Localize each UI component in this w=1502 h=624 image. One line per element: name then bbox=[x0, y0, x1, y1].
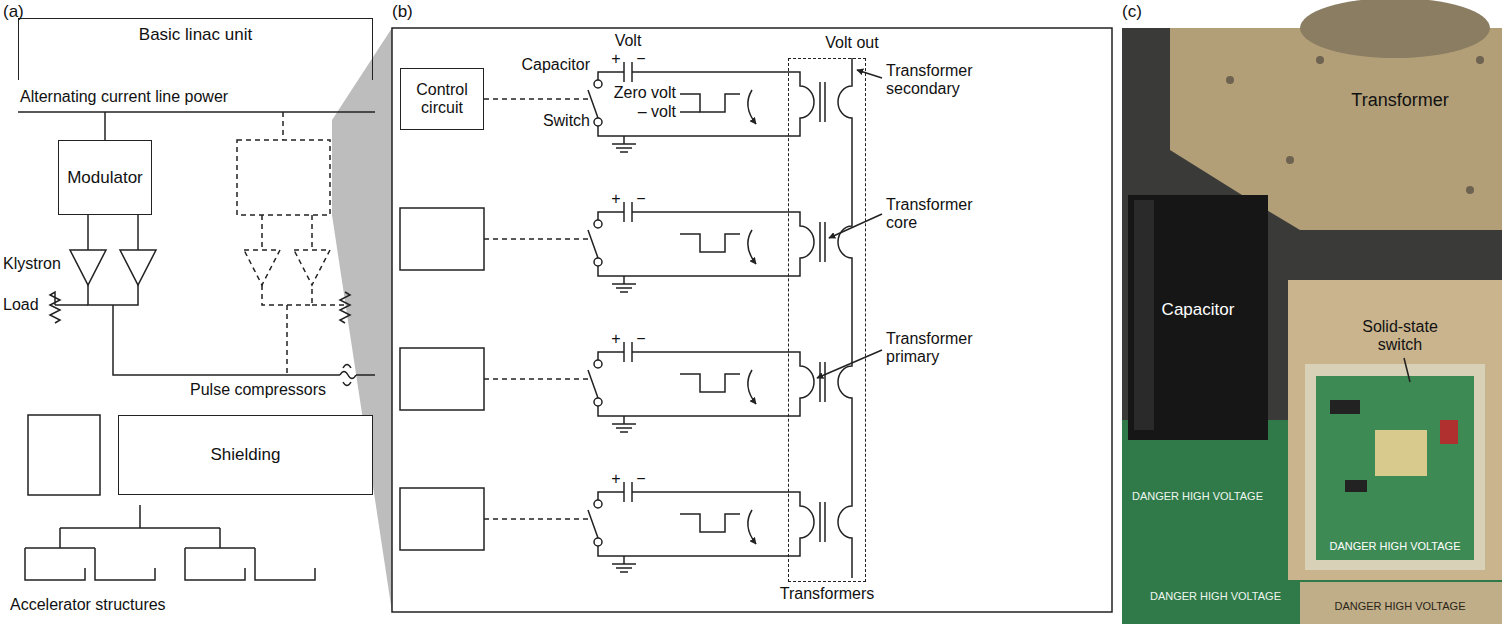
part-label: Transformer core bbox=[886, 196, 991, 233]
switch-tray bbox=[1288, 280, 1502, 580]
photo-label: Capacitor bbox=[1162, 300, 1235, 320]
photo-label: Transformer bbox=[1351, 90, 1448, 111]
klystron-symbol-dashed bbox=[244, 250, 280, 285]
panel-frame bbox=[392, 28, 1112, 612]
leader-arrow bbox=[857, 70, 882, 78]
part-label: Switch bbox=[543, 112, 590, 130]
level-label: Zero volt bbox=[614, 84, 676, 102]
capacitor-body bbox=[1128, 195, 1268, 440]
polarity-mark: + bbox=[611, 330, 620, 348]
panel-letter: (c) bbox=[1122, 2, 1142, 22]
box-text: Modulator bbox=[67, 168, 143, 188]
part-label: Capacitor bbox=[522, 56, 590, 74]
power-feed bbox=[104, 112, 106, 140]
break-symbol bbox=[340, 365, 356, 386]
level-line bbox=[680, 111, 700, 113]
box-text: Shielding bbox=[211, 445, 281, 465]
level-label: – volt bbox=[638, 103, 676, 121]
warning-text: DANGER HIGH VOLTAGE bbox=[1132, 490, 1263, 503]
klystron-feed bbox=[87, 215, 89, 250]
tray-lower bbox=[1300, 582, 1502, 624]
part-label: Transformer secondary bbox=[886, 62, 991, 99]
part-label: Accelerator structures bbox=[10, 596, 166, 614]
box-text: Basic linac unit bbox=[139, 25, 252, 45]
load-resistor bbox=[50, 292, 88, 323]
warning-text: DANGER HIGH VOLTAGE bbox=[1334, 600, 1465, 613]
waveguide bbox=[356, 374, 375, 376]
wire-label: Alternating current line power bbox=[20, 88, 228, 106]
bolts bbox=[1226, 56, 1484, 194]
capacitor-highlight bbox=[1134, 200, 1154, 430]
empty-box bbox=[28, 415, 100, 495]
pcb-component bbox=[1375, 430, 1427, 476]
waveguide bbox=[113, 305, 340, 375]
waveguide bbox=[88, 285, 138, 305]
signal-label: Volt out bbox=[825, 34, 878, 52]
control-box bbox=[400, 488, 484, 550]
polarity-mark: − bbox=[636, 330, 645, 348]
accelerator-structure bbox=[25, 568, 315, 580]
pcb-chip bbox=[1330, 400, 1360, 414]
polarity-mark: − bbox=[636, 50, 645, 68]
pulse-stage bbox=[484, 342, 825, 432]
panel-letter: (a) bbox=[3, 2, 24, 22]
polarity-mark: − bbox=[636, 470, 645, 488]
signal-label: Volt bbox=[615, 32, 642, 50]
control-box bbox=[400, 208, 484, 270]
transformer-flange bbox=[1300, 0, 1490, 58]
klystron-symbol bbox=[70, 250, 106, 285]
polarity-mark: − bbox=[636, 190, 645, 208]
polarity-mark: + bbox=[611, 470, 620, 488]
waveguide-dashed bbox=[312, 304, 345, 306]
group-heading: Transformers bbox=[780, 585, 875, 603]
klystron-feed bbox=[137, 215, 139, 250]
transformer-secondary bbox=[838, 58, 852, 578]
panel-letter: (b) bbox=[392, 2, 413, 22]
tray-inner bbox=[1305, 364, 1485, 570]
control-box bbox=[400, 348, 484, 410]
klystron-feed-dashed bbox=[261, 215, 263, 250]
part-label: Load bbox=[3, 296, 39, 314]
klystron-symbol bbox=[120, 250, 156, 285]
waveguide-dashed bbox=[286, 305, 288, 375]
polarity-mark: + bbox=[611, 190, 620, 208]
pcb-chip bbox=[1345, 480, 1367, 492]
polarity-mark: + bbox=[611, 50, 620, 68]
control-box: Control circuit bbox=[400, 68, 484, 130]
photo-label: Solid-state switch bbox=[1350, 318, 1450, 355]
photo-ground bbox=[1122, 28, 1502, 624]
zoom-funnel bbox=[332, 28, 392, 612]
part-label: Pulse compressors bbox=[190, 381, 326, 399]
klystron-symbol-dashed bbox=[294, 250, 330, 285]
structure-feed-tree bbox=[25, 505, 255, 568]
modulator-dashed-box bbox=[237, 140, 330, 215]
klystron-feed-dashed bbox=[311, 215, 313, 250]
pulse-stage bbox=[484, 482, 825, 572]
leader-arrow bbox=[829, 214, 882, 238]
warning-text: DANGER HIGH VOLTAGE bbox=[1150, 590, 1281, 603]
switch-pcb bbox=[1316, 376, 1474, 560]
pulse-stage bbox=[484, 202, 825, 292]
pulse-stage bbox=[484, 62, 825, 152]
transformer-group: Transformers bbox=[788, 58, 866, 582]
box-text: Control circuit bbox=[405, 81, 479, 118]
leader-line bbox=[1404, 358, 1410, 382]
leader-arrow bbox=[817, 350, 882, 378]
modulator-box: Modulator bbox=[58, 140, 152, 215]
pcb-chip bbox=[1440, 420, 1458, 444]
power-feed-dashed bbox=[282, 112, 284, 140]
part-label: Klystron bbox=[3, 255, 61, 273]
ac-power-line bbox=[18, 111, 375, 113]
shielding-box: Shielding bbox=[118, 415, 373, 495]
part-label: Transformer primary bbox=[886, 330, 991, 367]
waveguide-dashed bbox=[262, 285, 312, 305]
unit-bracket: Basic linac unit bbox=[18, 18, 373, 80]
load-resistor-dashed bbox=[340, 292, 350, 323]
warning-text: DANGER HIGH VOLTAGE bbox=[1329, 540, 1460, 553]
